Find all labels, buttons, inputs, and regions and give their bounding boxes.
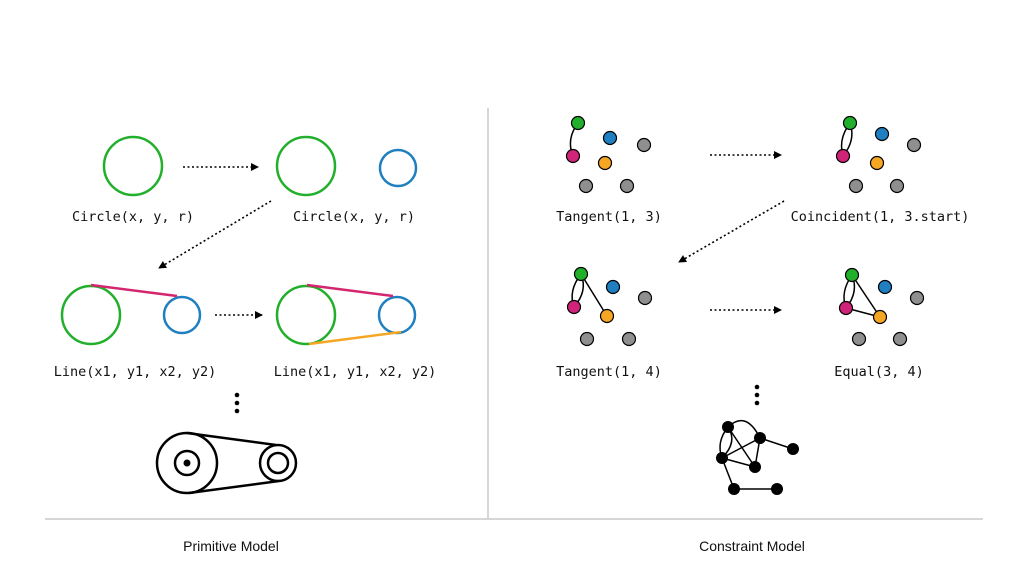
large-pulley-center: [183, 459, 191, 467]
blue-node: [877, 279, 893, 295]
pink-node: [565, 148, 581, 164]
primitive-step-1: Circle(x, y, r): [72, 135, 194, 225]
large-pulley-inner: [173, 449, 201, 477]
gray-node: [621, 331, 637, 347]
constraint-step-4: Equal(3, 4): [834, 267, 925, 380]
pink-node: [838, 300, 854, 316]
pink-node: [566, 299, 582, 315]
pink-line: [306, 283, 394, 298]
dotted-arrow: [158, 200, 272, 269]
step-label: Line(x1, y1, x2, y2): [274, 364, 437, 380]
orange-node: [869, 155, 885, 171]
edge: [580, 273, 608, 317]
green-circle: [275, 135, 337, 197]
step-label: Tangent(1, 3): [556, 209, 662, 225]
blue-circle: [378, 148, 418, 188]
primitive-model-title: Primitive Model: [183, 538, 279, 554]
gray-node: [906, 137, 922, 153]
constraint-step-3: Tangent(1, 4): [556, 266, 662, 380]
small-pulley-inner: [266, 451, 290, 475]
blue-circle: [377, 295, 417, 335]
edge: [721, 437, 761, 459]
green-node: [842, 115, 858, 131]
orange-node: [599, 308, 615, 324]
primitive-step-4: Line(x1, y1, x2, y2): [274, 283, 437, 380]
constraint-graph-drawing: [716, 419, 799, 495]
step-label: Tangent(1, 4): [556, 364, 662, 380]
black-node: [754, 432, 766, 444]
gray-node: [848, 178, 864, 194]
orange-node: [872, 309, 888, 325]
green-circle: [102, 135, 164, 197]
pink-line: [90, 283, 178, 298]
blue-node: [602, 130, 618, 146]
vertical-ellipsis: [234, 392, 240, 414]
gray-node: [889, 178, 905, 194]
green-circle: [275, 284, 337, 346]
step-label: Coincident(1, 3.start): [791, 209, 970, 225]
step-label: Circle(x, y, r): [72, 209, 194, 225]
green-circle: [60, 284, 122, 346]
step-label: Line(x1, y1, x2, y2): [54, 364, 217, 380]
gray-node: [892, 331, 908, 347]
small-pulley-outer: [258, 443, 298, 483]
vertical-ellipsis: [754, 384, 760, 406]
black-node: [749, 461, 761, 473]
orange-line: [308, 330, 402, 346]
dotted-arrow: [678, 200, 785, 263]
step-label: Equal(3, 4): [834, 364, 923, 380]
edge: [851, 274, 881, 318]
gray-node: [579, 331, 595, 347]
step-label: Circle(x, y, r): [293, 209, 415, 225]
blue-node: [874, 126, 890, 142]
blue-circle: [162, 295, 202, 335]
belt-bottom: [188, 479, 280, 495]
green-node: [570, 115, 586, 131]
black-node: [787, 443, 799, 455]
black-node: [771, 483, 783, 495]
gray-node: [578, 178, 594, 194]
belt-top: [186, 431, 277, 447]
black-node: [716, 452, 728, 464]
pink-node: [835, 148, 851, 164]
orange-node: [597, 155, 613, 171]
gray-node: [636, 137, 652, 153]
constraint-model-panel: Tangent(1, 3) Coincident(1, 3.start): [556, 115, 970, 554]
gray-node: [619, 178, 635, 194]
belt-pulley-drawing: [155, 431, 298, 495]
constraint-step-2: Coincident(1, 3.start): [791, 115, 970, 225]
primitive-model-panel: Circle(x, y, r) Circle(x, y, r) Line(x1,…: [54, 135, 437, 554]
gray-node: [637, 290, 653, 306]
primitive-step-2: Circle(x, y, r): [275, 135, 418, 225]
black-node: [728, 483, 740, 495]
green-node: [573, 266, 589, 282]
constraint-model-title: Constraint Model: [699, 538, 805, 554]
green-node: [844, 267, 860, 283]
blue-node: [605, 279, 621, 295]
black-node: [722, 421, 734, 433]
gray-node: [851, 331, 867, 347]
gray-node: [909, 290, 925, 306]
constraint-step-1: Tangent(1, 3): [556, 115, 662, 225]
primitive-step-3: Line(x1, y1, x2, y2): [54, 283, 217, 380]
